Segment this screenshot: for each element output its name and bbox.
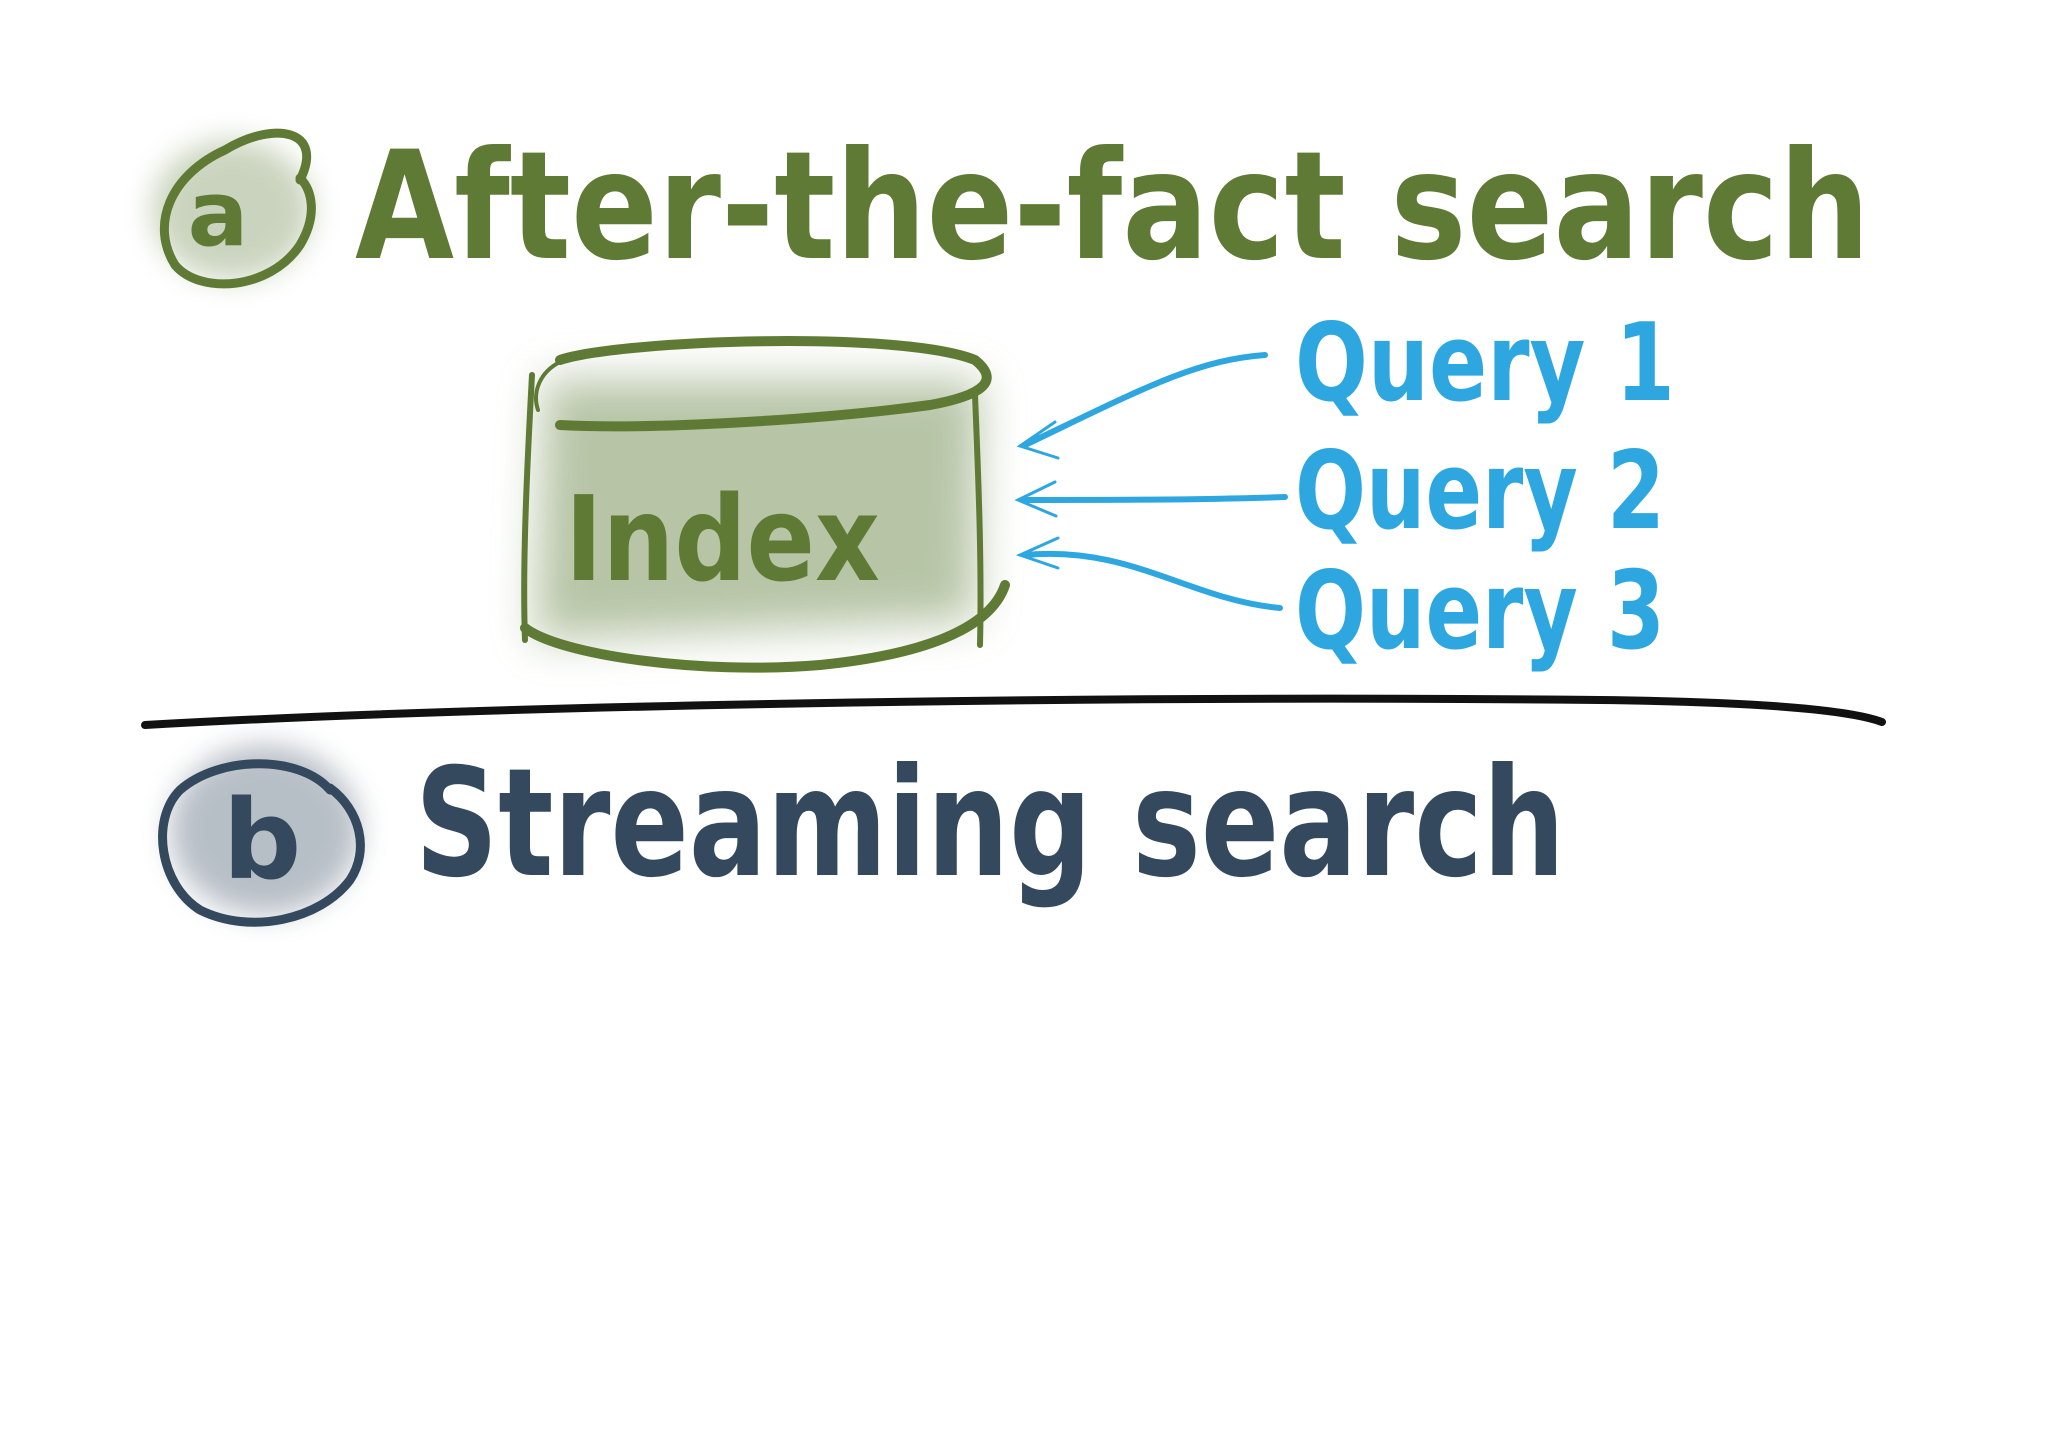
section-b-marker-letter: b bbox=[223, 776, 302, 904]
query-2-label: Query 2 bbox=[1295, 429, 1665, 554]
query-1-arrow bbox=[1022, 352, 1268, 448]
query-1-arrowhead bbox=[1016, 420, 1060, 460]
query-3-arrowhead bbox=[1015, 536, 1060, 570]
index-cylinder-wash bbox=[535, 380, 980, 640]
section-b: b Streaming search bbox=[158, 737, 1565, 927]
query-arrows bbox=[1014, 352, 1288, 611]
query-list: Query 1 Query 2 Query 3 bbox=[1295, 301, 1675, 674]
index-cylinder-left bbox=[521, 372, 535, 643]
section-b-marker-circle bbox=[158, 759, 365, 927]
index-label: Index bbox=[565, 470, 880, 608]
section-a-marker-circle bbox=[159, 128, 316, 289]
query-3-arrow bbox=[1022, 550, 1283, 611]
section-b-marker-wash bbox=[170, 745, 360, 915]
section-a-title: After-the-fact search bbox=[355, 120, 1870, 294]
index-cylinder-top bbox=[555, 336, 992, 432]
section-b-title: Streaming search bbox=[415, 737, 1565, 911]
section-a-marker-letter: a bbox=[188, 162, 249, 267]
section-divider bbox=[141, 694, 1886, 729]
section-a-marker: a bbox=[152, 128, 316, 289]
query-2-arrow bbox=[1019, 494, 1288, 503]
section-b-marker: b bbox=[158, 745, 365, 927]
section-a: a After-the-fact search Index bbox=[152, 120, 1870, 674]
index-cylinder-bottom bbox=[520, 580, 1010, 673]
index-cylinder-top-back bbox=[534, 360, 562, 412]
index-cylinder: Index bbox=[520, 336, 1010, 673]
query-1-label: Query 1 bbox=[1295, 301, 1675, 426]
query-2-arrowhead bbox=[1014, 480, 1058, 518]
query-3-label: Query 3 bbox=[1295, 549, 1665, 674]
